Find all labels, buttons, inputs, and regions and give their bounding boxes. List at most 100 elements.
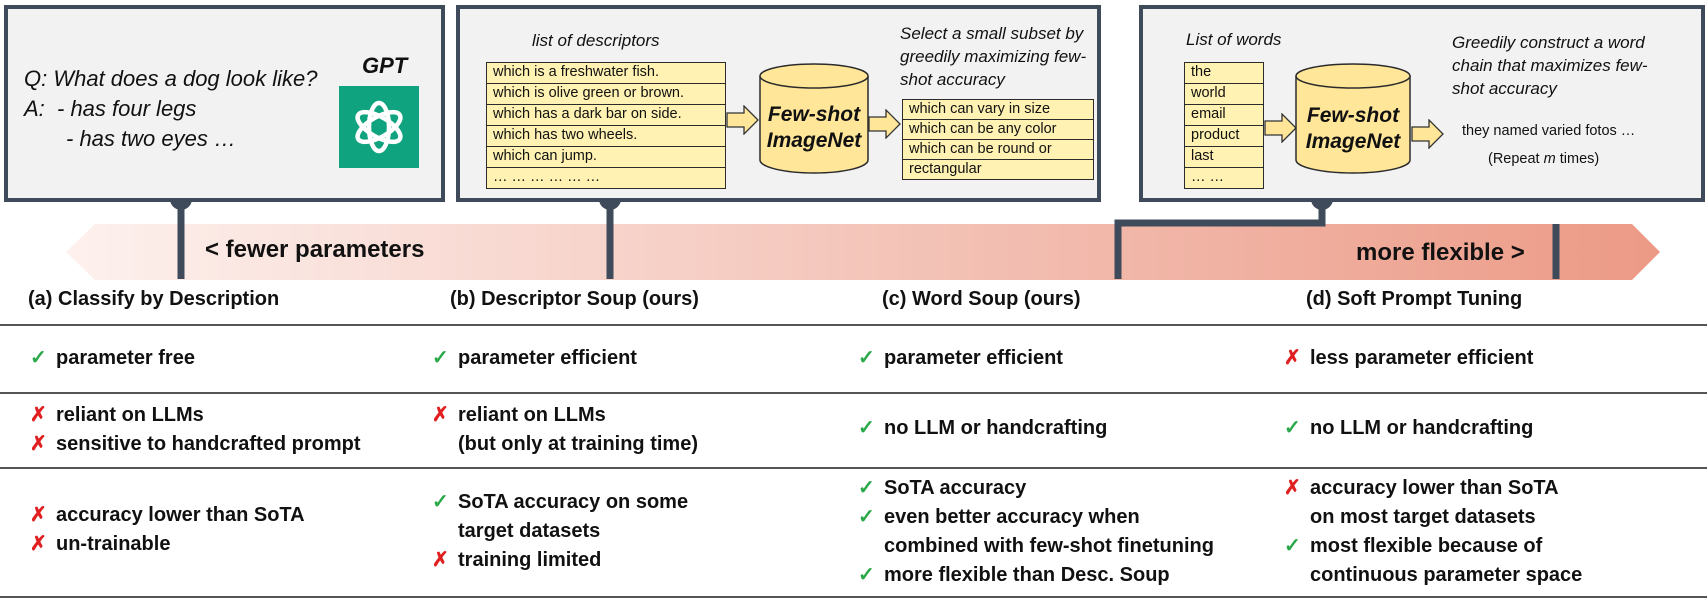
descriptor-item: which is a freshwater fish. <box>486 62 726 84</box>
few-shot-imagenet-cylinder-b <box>759 63 869 174</box>
row3-c4: ✓more flexible than Desc. Soup <box>858 561 1170 590</box>
row3-d2: on most target datasets <box>1310 506 1536 528</box>
row3-b3: ✗training limited <box>432 546 601 575</box>
cross-icon: ✗ <box>30 504 47 526</box>
row2-a2: ✗sensitive to handcrafted prompt <box>30 430 361 459</box>
row3-d1: ✗accuracy lower than SoTA <box>1284 474 1559 503</box>
row3-c1: ✓SoTA accuracy <box>858 474 1026 503</box>
cylinder-label-line2: ImageNet <box>766 129 862 152</box>
connector-c <box>1114 200 1326 279</box>
construct-line2: chain that maximizes few- <box>1452 56 1648 75</box>
cross-icon: ✗ <box>432 549 449 571</box>
word-item: email <box>1184 104 1264 126</box>
cross-icon: ✗ <box>30 533 47 555</box>
construct-line1: Greedily construct a word <box>1452 33 1645 52</box>
select-subset-line1: Select a small subset by <box>900 24 1084 43</box>
repeat-suffix: times) <box>1555 151 1600 167</box>
word-list-title: List of words <box>1186 30 1282 49</box>
subset-item: which can be any color <box>902 119 1094 140</box>
row2-a1: ✗reliant on LLMs <box>30 401 204 430</box>
descriptor-item: which has two wheels. <box>486 125 726 147</box>
row3-c2: ✓even better accuracy when <box>858 503 1140 532</box>
check-icon: ✓ <box>858 506 875 528</box>
row3-d4: continuous parameter space <box>1310 564 1583 586</box>
repeat-note: (Repeat m times) <box>1488 151 1599 167</box>
row2-b2: (but only at training time) <box>458 433 698 455</box>
panel-descriptor-soup: list of descriptors which is a freshwate… <box>456 5 1101 202</box>
cross-icon: ✗ <box>1284 477 1301 499</box>
repeat-m: m <box>1543 151 1556 167</box>
arrow-to-cylinder-c <box>1264 113 1297 143</box>
cylinder-label-line1: Few-shot <box>1306 104 1400 127</box>
divider-1 <box>0 324 1707 326</box>
descriptor-item: which is olive green or brown. <box>486 83 726 105</box>
row2-d: ✓no LLM or handcrafting <box>1284 414 1533 443</box>
row2-b1: ✗reliant on LLMs <box>432 401 606 430</box>
row3-b2: target datasets <box>458 520 601 542</box>
word-item: last <box>1184 146 1264 168</box>
check-icon: ✓ <box>858 477 875 499</box>
row3-a1: ✗accuracy lower than SoTA <box>30 501 305 530</box>
divider-4 <box>0 596 1707 598</box>
divider-2 <box>0 392 1707 394</box>
answer-line-1: A: - has four legs <box>24 96 197 121</box>
construct-line3: shot accuracy <box>1452 79 1557 98</box>
subset-item: which can be round or <box>902 139 1094 160</box>
panel-classify-by-description: Q: What does a dog look like? A: - has f… <box>4 5 445 202</box>
gpt-label: GPT <box>362 53 408 78</box>
select-subset-line2: greedily maximizing few- <box>900 47 1087 66</box>
question-text: Q: What does a dog look like? <box>24 66 318 91</box>
word-item: the <box>1184 62 1264 84</box>
arrow-to-cylinder-b <box>726 105 759 135</box>
row3-d3: ✓most flexible because of <box>1284 532 1542 561</box>
column-heading-a: (a) Classify by Description <box>28 288 280 310</box>
repeat-prefix: (Repeat <box>1488 151 1544 167</box>
panel-word-soup: List of words the world email product la… <box>1139 5 1705 202</box>
column-heading-d: (d) Soft Prompt Tuning <box>1306 288 1523 310</box>
openai-logo-icon <box>339 86 419 168</box>
check-icon: ✓ <box>858 417 875 439</box>
cylinder-label-line1: Few-shot <box>767 103 861 126</box>
select-subset-line3: shot accuracy <box>900 70 1005 89</box>
cross-icon: ✗ <box>30 433 47 455</box>
check-icon: ✓ <box>30 347 47 369</box>
divider-3 <box>0 467 1707 469</box>
word-item: product <box>1184 125 1264 147</box>
check-icon: ✓ <box>858 564 875 586</box>
descriptor-item: … … … … … … <box>486 167 726 189</box>
answer-line-2: - has two eyes … <box>66 126 236 151</box>
arrow-to-output-c <box>1411 119 1444 149</box>
row1-c: ✓parameter efficient <box>858 344 1063 373</box>
check-icon: ✓ <box>432 347 449 369</box>
descriptor-item: which can jump. <box>486 146 726 168</box>
cross-icon: ✗ <box>1284 347 1301 369</box>
cylinder-label-line2: ImageNet <box>1305 130 1401 153</box>
word-item: world <box>1184 83 1264 105</box>
check-icon: ✓ <box>1284 417 1301 439</box>
row1-a: ✓parameter free <box>30 344 195 373</box>
word-chain-output: they named varied fotos … <box>1462 123 1636 139</box>
row3-c3: combined with few-shot finetuning <box>884 535 1214 557</box>
row2-c: ✓no LLM or handcrafting <box>858 414 1107 443</box>
cross-icon: ✗ <box>30 404 47 426</box>
more-flexible-label: more flexible > <box>1356 239 1525 266</box>
subset-item: rectangular <box>902 159 1094 180</box>
descriptor-item: which has a dark bar on side. <box>486 104 726 126</box>
subset-item: which can vary in size <box>902 99 1094 120</box>
descriptor-list-title: list of descriptors <box>532 31 660 50</box>
column-heading-b: (b) Descriptor Soup (ours) <box>450 288 699 310</box>
row3-b1: ✓SoTA accuracy on some <box>432 488 688 517</box>
arrow-to-subset-b <box>868 109 901 139</box>
word-item: … … <box>1184 167 1264 189</box>
cross-icon: ✗ <box>432 404 449 426</box>
check-icon: ✓ <box>1284 535 1301 557</box>
fewer-parameters-label: < fewer parameters <box>205 236 425 263</box>
check-icon: ✓ <box>432 491 449 513</box>
row1-b: ✓parameter efficient <box>432 344 637 373</box>
column-heading-c: (c) Word Soup (ours) <box>882 288 1081 310</box>
few-shot-imagenet-cylinder-c <box>1295 63 1411 174</box>
parameter-flexibility-arrow <box>66 188 1660 280</box>
row3-a2: ✗un-trainable <box>30 530 170 559</box>
check-icon: ✓ <box>858 347 875 369</box>
gradient-arrow-shape <box>66 224 1660 280</box>
